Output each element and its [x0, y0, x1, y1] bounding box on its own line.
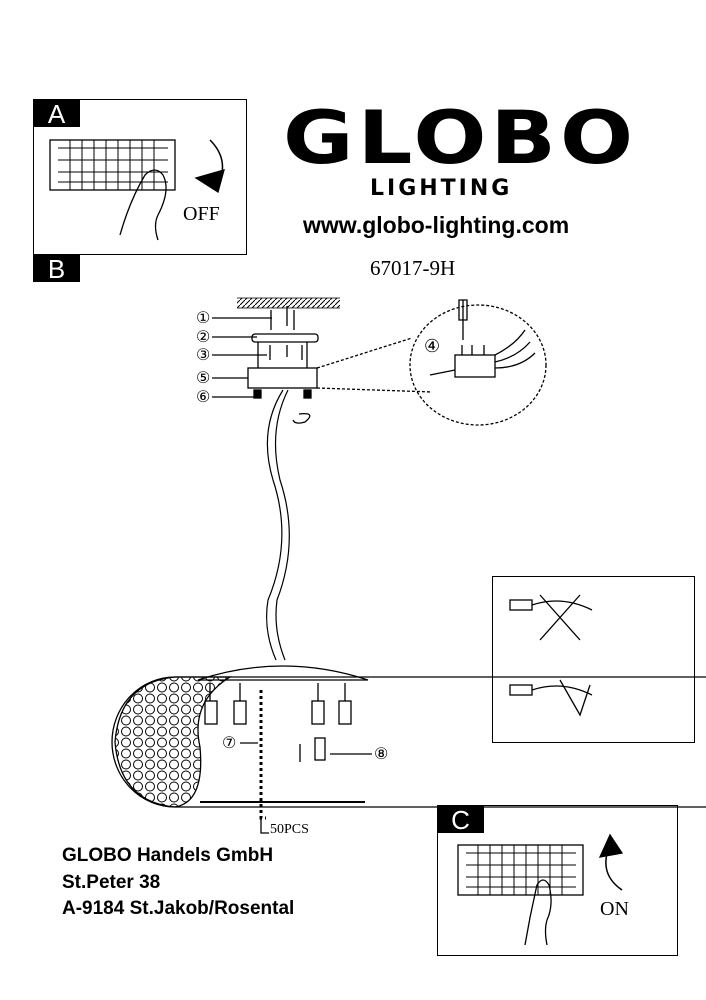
- brand-sub: LIGHTING: [370, 176, 513, 201]
- step-a-label: A: [33, 99, 80, 128]
- part-5: ⑤: [196, 370, 211, 387]
- step-c-panel: [437, 805, 678, 956]
- part-8: ⑧: [374, 746, 389, 763]
- part-7: ⑦: [222, 735, 237, 752]
- bulb-handling-panel: [492, 576, 695, 743]
- suspension-chain: [266, 389, 290, 661]
- on-label: ON: [600, 898, 629, 920]
- part-2: ②: [196, 329, 211, 346]
- part-4: ④: [424, 336, 441, 356]
- address-city: A-9184 St.Jakob/Rosental: [62, 898, 295, 919]
- part-6: ⑥: [196, 389, 211, 406]
- fuse-panel-off-illustration: [49, 139, 225, 241]
- website-url: www.globo-lighting.com: [303, 212, 570, 238]
- step-b-label: B: [33, 254, 80, 283]
- brand-logo: GLOBO: [283, 95, 638, 181]
- beads-count: 50PCS: [270, 822, 309, 837]
- ceiling-mount: [212, 297, 547, 426]
- model-number: 67017-9H: [370, 256, 456, 280]
- step-c-label: C: [437, 805, 484, 834]
- fuse-panel-on-illustration: [457, 833, 624, 946]
- terminal-block-illustration: [429, 299, 536, 378]
- pendant-shade: [111, 665, 706, 834]
- address-company: GLOBO Handels GmbH: [62, 845, 274, 866]
- off-label: OFF: [183, 203, 220, 225]
- part-3: ③: [196, 347, 211, 364]
- step-a-panel: [33, 99, 247, 255]
- bulb-handling-illustration: [509, 594, 593, 717]
- address-street: St.Peter 38: [62, 872, 161, 893]
- part-1: ①: [196, 310, 211, 327]
